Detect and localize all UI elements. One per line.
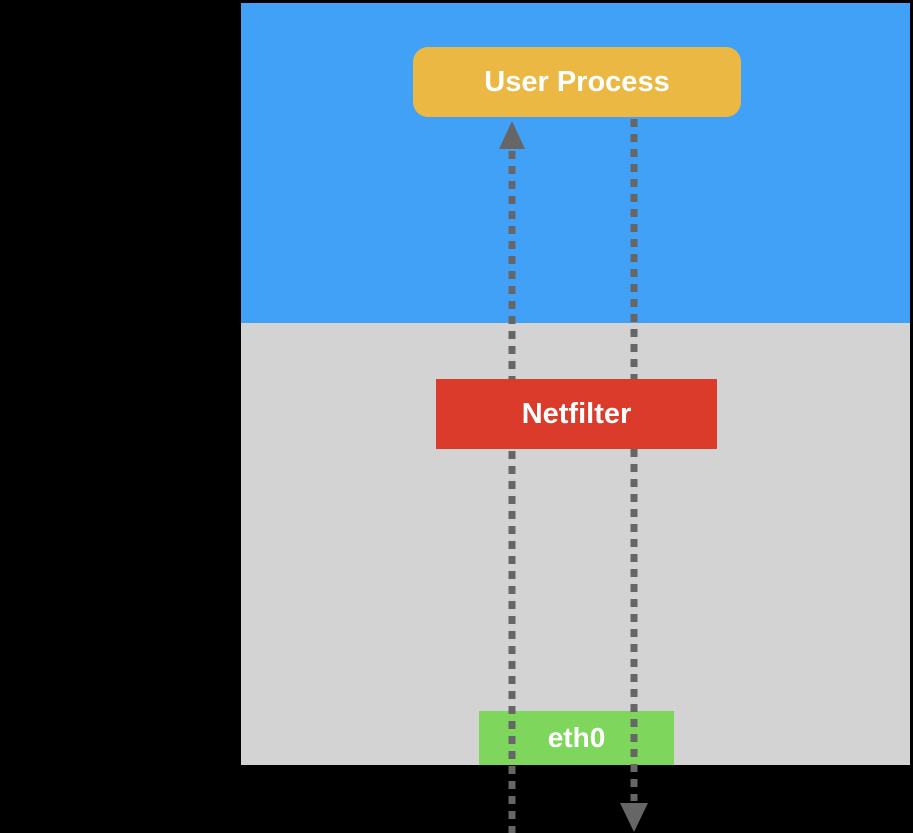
- outbound-arrowhead-down-icon: [620, 803, 648, 832]
- node-eth0-label: eth0: [547, 722, 606, 753]
- node-eth0: eth0: [479, 711, 674, 765]
- node-netfilter-label: Netfilter: [521, 397, 632, 430]
- node-user-process-label: User Process: [484, 65, 670, 98]
- node-netfilter: Netfilter: [436, 379, 717, 449]
- node-user-process: User Process: [413, 47, 741, 117]
